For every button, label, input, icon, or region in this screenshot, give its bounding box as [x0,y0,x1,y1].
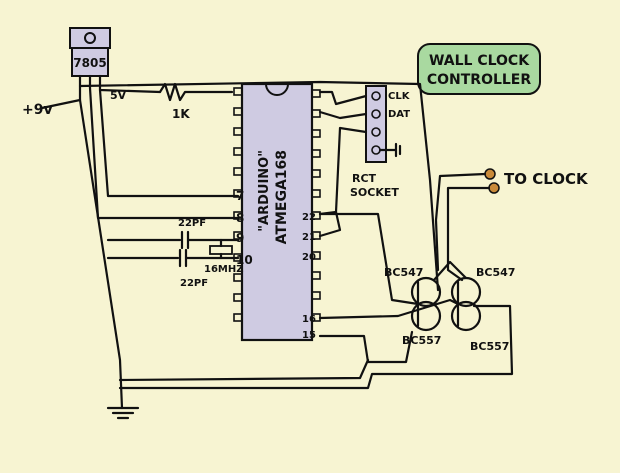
pin-9-label: 9 [236,231,244,245]
supply-label: +9v [22,102,53,118]
chip-pins-right [311,89,321,322]
q1-label: BC547 [384,266,423,279]
rtc-dat-label: DAT [388,109,410,120]
resistor [158,82,234,102]
clock-terminal-2 [488,182,500,194]
q2-label: BC547 [476,266,515,279]
chip-name: ATMEGA168 [274,150,290,244]
crystal [209,238,233,260]
rtc-clk-label: CLK [388,91,411,102]
rtc-socket [365,85,387,163]
pin-8-label: 8 [236,211,244,225]
rtc-socket-label2: SOCKET [350,186,399,199]
title-line1: WALL CLOCK [429,53,530,69]
pin-7-label: 7 [236,189,244,203]
resistor-label: 1K [172,107,190,121]
rail-5v-label: 5V [110,89,127,102]
regulator-label: 7805 [73,56,106,70]
pin-10-label: 10 [236,253,253,267]
cap-top-label: 22PF [178,218,206,229]
chip-pins-left [233,87,243,322]
rtc-socket-label1: RCT [352,172,377,185]
pin-20-label: 20 [302,252,316,263]
ground-symbol [106,406,140,420]
q3-label: BC557 [402,334,441,347]
pin-22-label: 22 [302,212,316,223]
to-clock-label: TO CLOCK [504,170,589,188]
pin-15-label: 15 [302,330,316,341]
voltage-regulator: 7805 [69,27,111,102]
title-box: WALL CLOCK CONTROLLER [417,43,541,95]
title-line2: CONTROLLER [427,72,532,88]
cap-bottom-label: 22PF [180,278,208,289]
chip-subtitle: "ARDUINO" [257,150,272,232]
pin-16-label: 16 [302,314,316,325]
q4-label: BC557 [470,340,509,353]
crystal-label: 16MHZ [204,264,244,275]
pin-21-label: 21 [302,232,316,243]
clock-terminal-1 [484,168,496,180]
ground-rail [78,98,124,410]
